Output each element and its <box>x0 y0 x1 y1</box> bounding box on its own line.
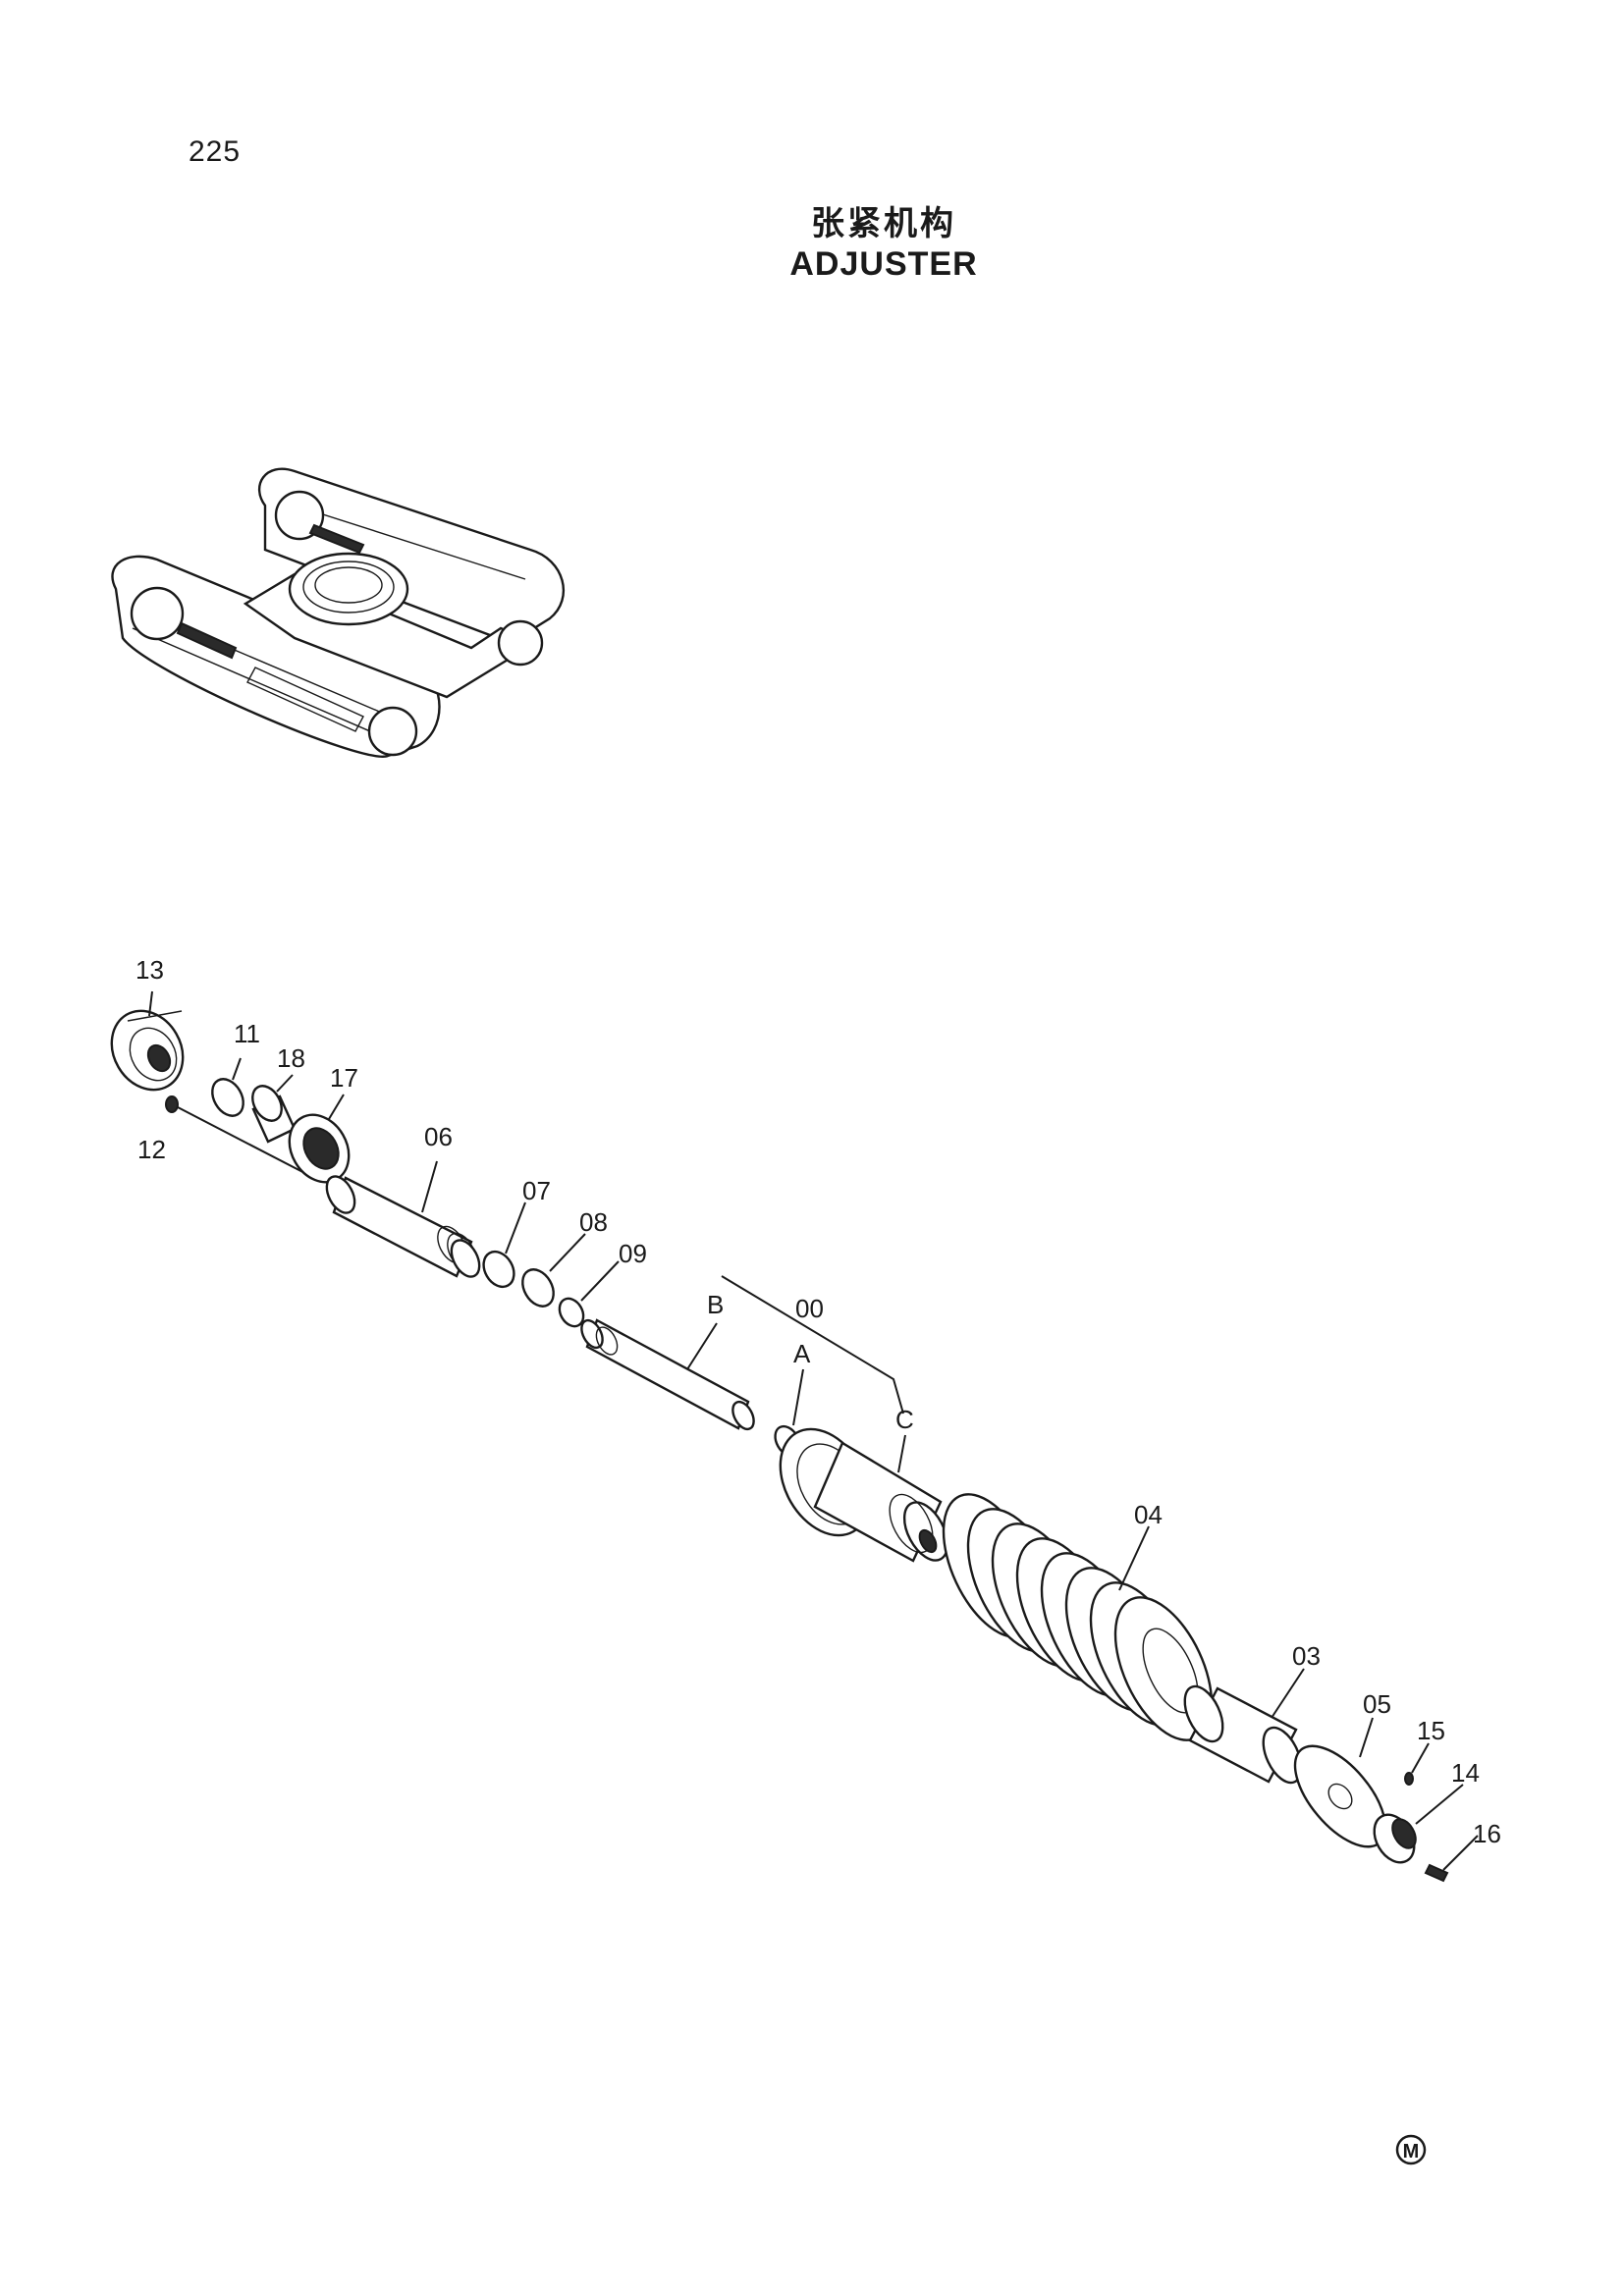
label-08: 08 <box>579 1207 608 1237</box>
label-04: 04 <box>1134 1500 1163 1529</box>
label-07: 07 <box>522 1176 551 1205</box>
label-00: 00 <box>795 1294 824 1323</box>
label-11: 11 <box>234 1019 260 1048</box>
label-A: A <box>793 1339 811 1368</box>
part-09-ring <box>558 1297 585 1328</box>
part-11-ring <box>211 1078 244 1117</box>
part-C-body <box>779 1427 949 1563</box>
label-03: 03 <box>1292 1641 1321 1671</box>
label-12: 12 <box>137 1135 166 1164</box>
part-13-cover <box>110 1009 185 1092</box>
part-08-ring <box>521 1268 555 1308</box>
circled-m-symbol: M <box>1395 2134 1427 2165</box>
part-07-ring <box>482 1250 515 1289</box>
part-B-rod <box>580 1318 755 1431</box>
label-C: C <box>895 1405 914 1434</box>
label-B: B <box>707 1290 724 1319</box>
part-06-cylinder <box>325 1175 481 1278</box>
track-frame-illustration <box>111 467 566 758</box>
title-english: ADJUSTER <box>789 245 978 283</box>
svg-text:M: M <box>1403 2141 1420 2163</box>
label-14: 14 <box>1451 1758 1480 1788</box>
label-15: 15 <box>1417 1716 1445 1745</box>
label-17: 17 <box>330 1063 358 1093</box>
label-18: 18 <box>277 1043 305 1073</box>
part-04-spring <box>942 1493 1214 1741</box>
label-09: 09 <box>619 1239 647 1268</box>
part-14-nut <box>1373 1813 1417 1864</box>
part-18-bushing <box>251 1085 297 1144</box>
label-06: 06 <box>424 1122 453 1151</box>
title-chinese: 张紧机构 <box>811 204 956 243</box>
part-12-bolt <box>165 1095 315 1179</box>
leader-lines <box>148 990 1479 1871</box>
label-16: 16 <box>1473 1819 1501 1848</box>
part-labels: 13 11 18 17 12 06 07 08 09 B 00 A C 04 0… <box>135 955 1501 1848</box>
part-15-washer <box>1404 1772 1414 1786</box>
label-13: 13 <box>135 955 164 985</box>
label-05: 05 <box>1363 1689 1391 1719</box>
part-16-bolt <box>1424 1863 1449 1883</box>
page-number: 225 <box>189 135 242 168</box>
part-03-spacer <box>1183 1684 1303 1785</box>
